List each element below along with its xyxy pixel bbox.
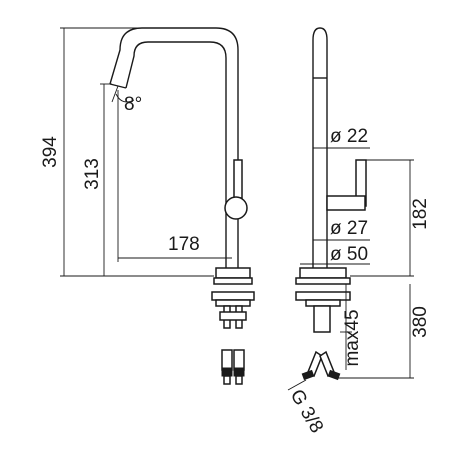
label-lever-diameter: ø 27 xyxy=(330,218,368,239)
side-view xyxy=(287,27,414,391)
hose-end-left xyxy=(223,375,231,385)
hose-connector-right xyxy=(233,349,245,371)
label-spout-diameter: ø 22 xyxy=(330,126,368,147)
mount-washer xyxy=(211,291,255,301)
lever-knob xyxy=(224,196,248,220)
label-hose-length: 380 xyxy=(410,306,431,338)
side-mount-washer xyxy=(295,291,351,301)
hose-connector-left xyxy=(221,349,233,371)
side-mount-rod xyxy=(313,305,331,333)
front-view xyxy=(60,27,255,385)
mount-nut xyxy=(215,299,251,307)
base-ring xyxy=(213,277,253,285)
side-mount-nut xyxy=(305,299,341,307)
spout-outer-line xyxy=(109,27,239,268)
base-plate xyxy=(215,267,251,279)
lever-stem xyxy=(233,159,243,199)
thread-leader xyxy=(287,379,307,391)
angle-arc xyxy=(115,93,135,103)
label-spout-angle: 8° xyxy=(124,94,142,115)
side-spout xyxy=(312,27,328,268)
mount-clamp xyxy=(219,311,247,321)
side-lever-body xyxy=(326,195,366,211)
label-handle-height: 182 xyxy=(410,198,431,230)
label-max-deck-thickness: max45 xyxy=(342,309,363,366)
label-overall-height: 394 xyxy=(40,136,61,168)
side-hose-fitting-left xyxy=(301,369,315,381)
side-base-plate xyxy=(299,267,347,279)
hose-end-right xyxy=(235,375,243,385)
spout-inner-line xyxy=(125,41,227,268)
side-hose-fitting-right xyxy=(327,369,341,381)
hose-fitting-right xyxy=(233,367,245,377)
angle-ref-line xyxy=(111,85,119,103)
label-spout-reach: 178 xyxy=(168,234,200,255)
label-spout-height: 313 xyxy=(82,158,103,190)
label-base-diameter: ø 50 xyxy=(330,244,368,265)
label-connection-thread: G 3/8 xyxy=(286,386,327,437)
hose-fitting-left xyxy=(221,367,233,377)
side-base-ring xyxy=(295,277,351,285)
